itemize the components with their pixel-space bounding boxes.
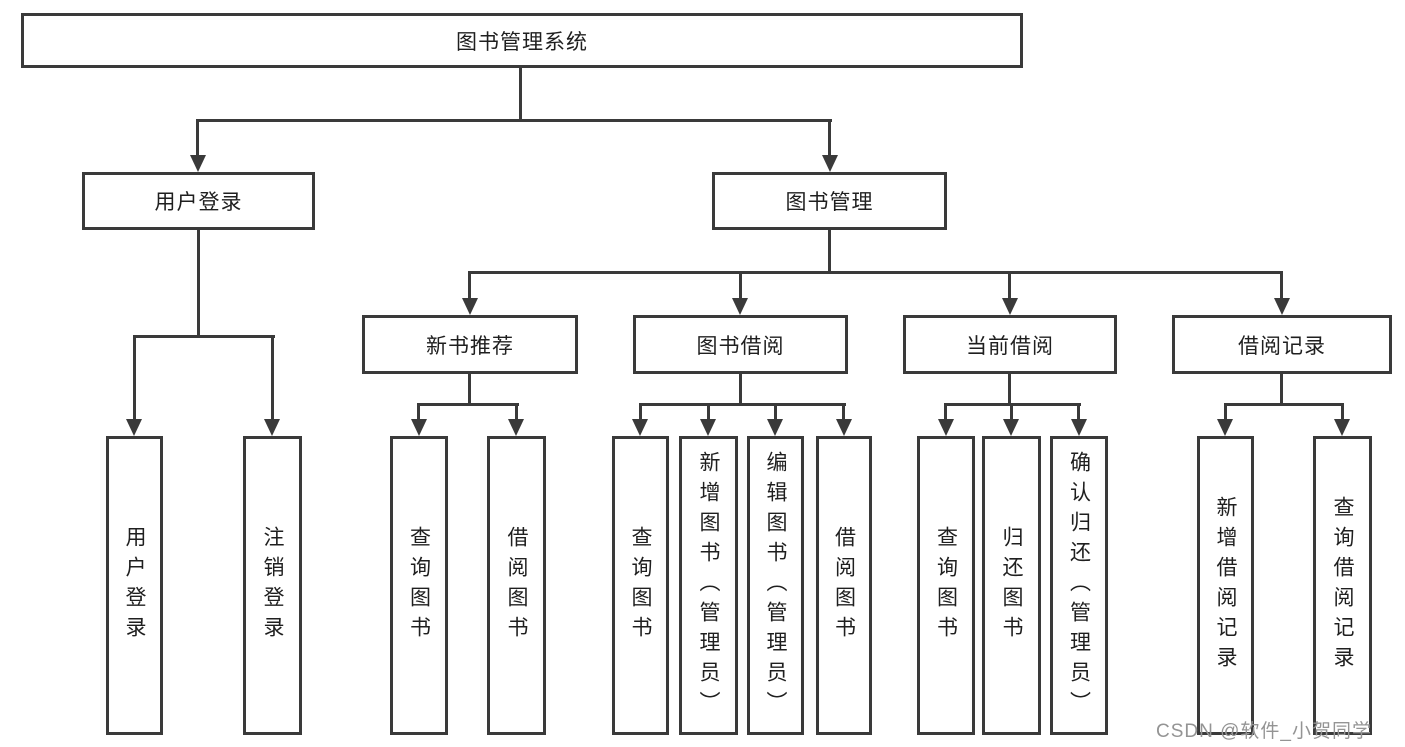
node-label: 当前借阅 xyxy=(966,334,1054,358)
leaf-query-books-3: 查询图书 xyxy=(917,436,975,735)
node-new-book-recommend: 新书推荐 xyxy=(362,315,578,374)
arrow-down-icon xyxy=(190,155,206,172)
connector-line xyxy=(468,271,1282,274)
leaf-label: 确认归还（管理员） xyxy=(1067,450,1091,721)
node-label: 图书借阅 xyxy=(696,334,785,358)
leaf-add-book-admin: 新增图书（管理员） xyxy=(679,436,738,735)
arrow-down-icon xyxy=(632,419,648,436)
leaf-confirm-return-admin: 确认归还（管理员） xyxy=(1050,436,1108,735)
connector-line xyxy=(1008,271,1011,300)
leaf-query-borrow-record: 查询借阅记录 xyxy=(1313,436,1372,735)
arrow-down-icon xyxy=(732,298,748,315)
leaf-add-borrow-record: 新增借阅记录 xyxy=(1197,436,1254,735)
arrow-down-icon xyxy=(700,419,716,436)
connector-line xyxy=(1077,403,1080,421)
arrow-down-icon xyxy=(938,419,954,436)
connector-line xyxy=(468,271,471,300)
connector-line xyxy=(828,230,831,273)
connector-line xyxy=(739,271,742,300)
node-label: 借阅记录 xyxy=(1238,334,1326,358)
connector-line xyxy=(774,403,777,421)
connector-line xyxy=(842,403,845,421)
arrow-down-icon xyxy=(508,419,524,436)
connector-line xyxy=(271,335,274,421)
leaf-label: 用户登录 xyxy=(123,525,146,646)
connector-line xyxy=(417,403,519,406)
leaf-edit-book-admin: 编辑图书（管理员） xyxy=(747,436,804,735)
node-label: 图书管理系统 xyxy=(456,30,588,54)
leaf-label: 新增图书（管理员） xyxy=(697,450,720,721)
leaf-label: 归还图书 xyxy=(1000,525,1023,646)
connector-line xyxy=(1224,403,1227,421)
leaf-return-book: 归还图书 xyxy=(982,436,1041,735)
leaf-label: 注销登录 xyxy=(261,525,284,646)
connector-line xyxy=(515,403,518,421)
leaf-label: 新增借阅记录 xyxy=(1214,495,1237,676)
arrow-down-icon xyxy=(1003,419,1019,436)
connector-line xyxy=(739,373,742,406)
connector-line xyxy=(707,403,710,421)
arrow-down-icon xyxy=(462,298,478,315)
connector-line xyxy=(196,119,832,122)
leaf-label: 查询借阅记录 xyxy=(1331,495,1354,676)
leaf-label: 编辑图书（管理员） xyxy=(764,450,787,721)
node-book-management: 图书管理 xyxy=(712,172,947,230)
leaf-borrow-books-2: 借阅图书 xyxy=(816,436,872,735)
connector-line xyxy=(1280,271,1283,300)
leaf-label: 借阅图书 xyxy=(832,525,856,646)
leaf-query-books-2: 查询图书 xyxy=(612,436,669,735)
connector-line xyxy=(639,403,846,406)
watermark-text: CSDN @软件_小贺同学 xyxy=(1156,721,1372,742)
connector-line xyxy=(417,403,420,421)
node-label: 新书推荐 xyxy=(426,334,514,358)
arrow-down-icon xyxy=(264,419,280,436)
arrow-down-icon xyxy=(1334,419,1350,436)
arrow-down-icon xyxy=(822,155,838,172)
arrow-down-icon xyxy=(126,419,142,436)
node-borrow-records: 借阅记录 xyxy=(1172,315,1392,374)
leaf-label: 借阅图书 xyxy=(505,525,528,646)
connector-line xyxy=(133,335,275,338)
connector-line xyxy=(133,335,136,421)
connector-line xyxy=(944,403,947,421)
node-book-borrow: 图书借阅 xyxy=(633,315,848,374)
connector-line xyxy=(1341,403,1344,421)
arrow-down-icon xyxy=(1002,298,1018,315)
connector-line xyxy=(468,373,471,406)
connector-line xyxy=(1280,373,1283,406)
connector-line xyxy=(1010,403,1013,421)
connector-line xyxy=(828,119,831,159)
connector-line xyxy=(1008,373,1011,406)
leaf-user-login: 用户登录 xyxy=(106,436,163,735)
node-label: 用户登录 xyxy=(154,191,243,214)
connector-line xyxy=(1224,403,1344,406)
node-label: 图书管理 xyxy=(785,191,874,214)
connector-line xyxy=(196,119,199,159)
node-user-login: 用户登录 xyxy=(82,172,315,230)
arrow-down-icon xyxy=(767,419,783,436)
arrow-down-icon xyxy=(1217,419,1233,436)
connector-line xyxy=(519,68,522,121)
leaf-label: 查询图书 xyxy=(934,525,958,646)
leaf-label: 查询图书 xyxy=(407,525,431,646)
arrow-down-icon xyxy=(1274,298,1290,315)
connector-line xyxy=(197,230,200,338)
connector-line xyxy=(639,403,642,421)
node-current-borrow: 当前借阅 xyxy=(903,315,1117,374)
arrow-down-icon xyxy=(836,419,852,436)
node-book-management-system: 图书管理系统 xyxy=(21,13,1023,68)
arrow-down-icon xyxy=(1071,419,1087,436)
arrow-down-icon xyxy=(411,419,427,436)
leaf-label: 查询图书 xyxy=(629,525,652,646)
leaf-logout: 注销登录 xyxy=(243,436,302,735)
leaf-borrow-books-1: 借阅图书 xyxy=(487,436,546,735)
leaf-query-books-1: 查询图书 xyxy=(390,436,448,735)
